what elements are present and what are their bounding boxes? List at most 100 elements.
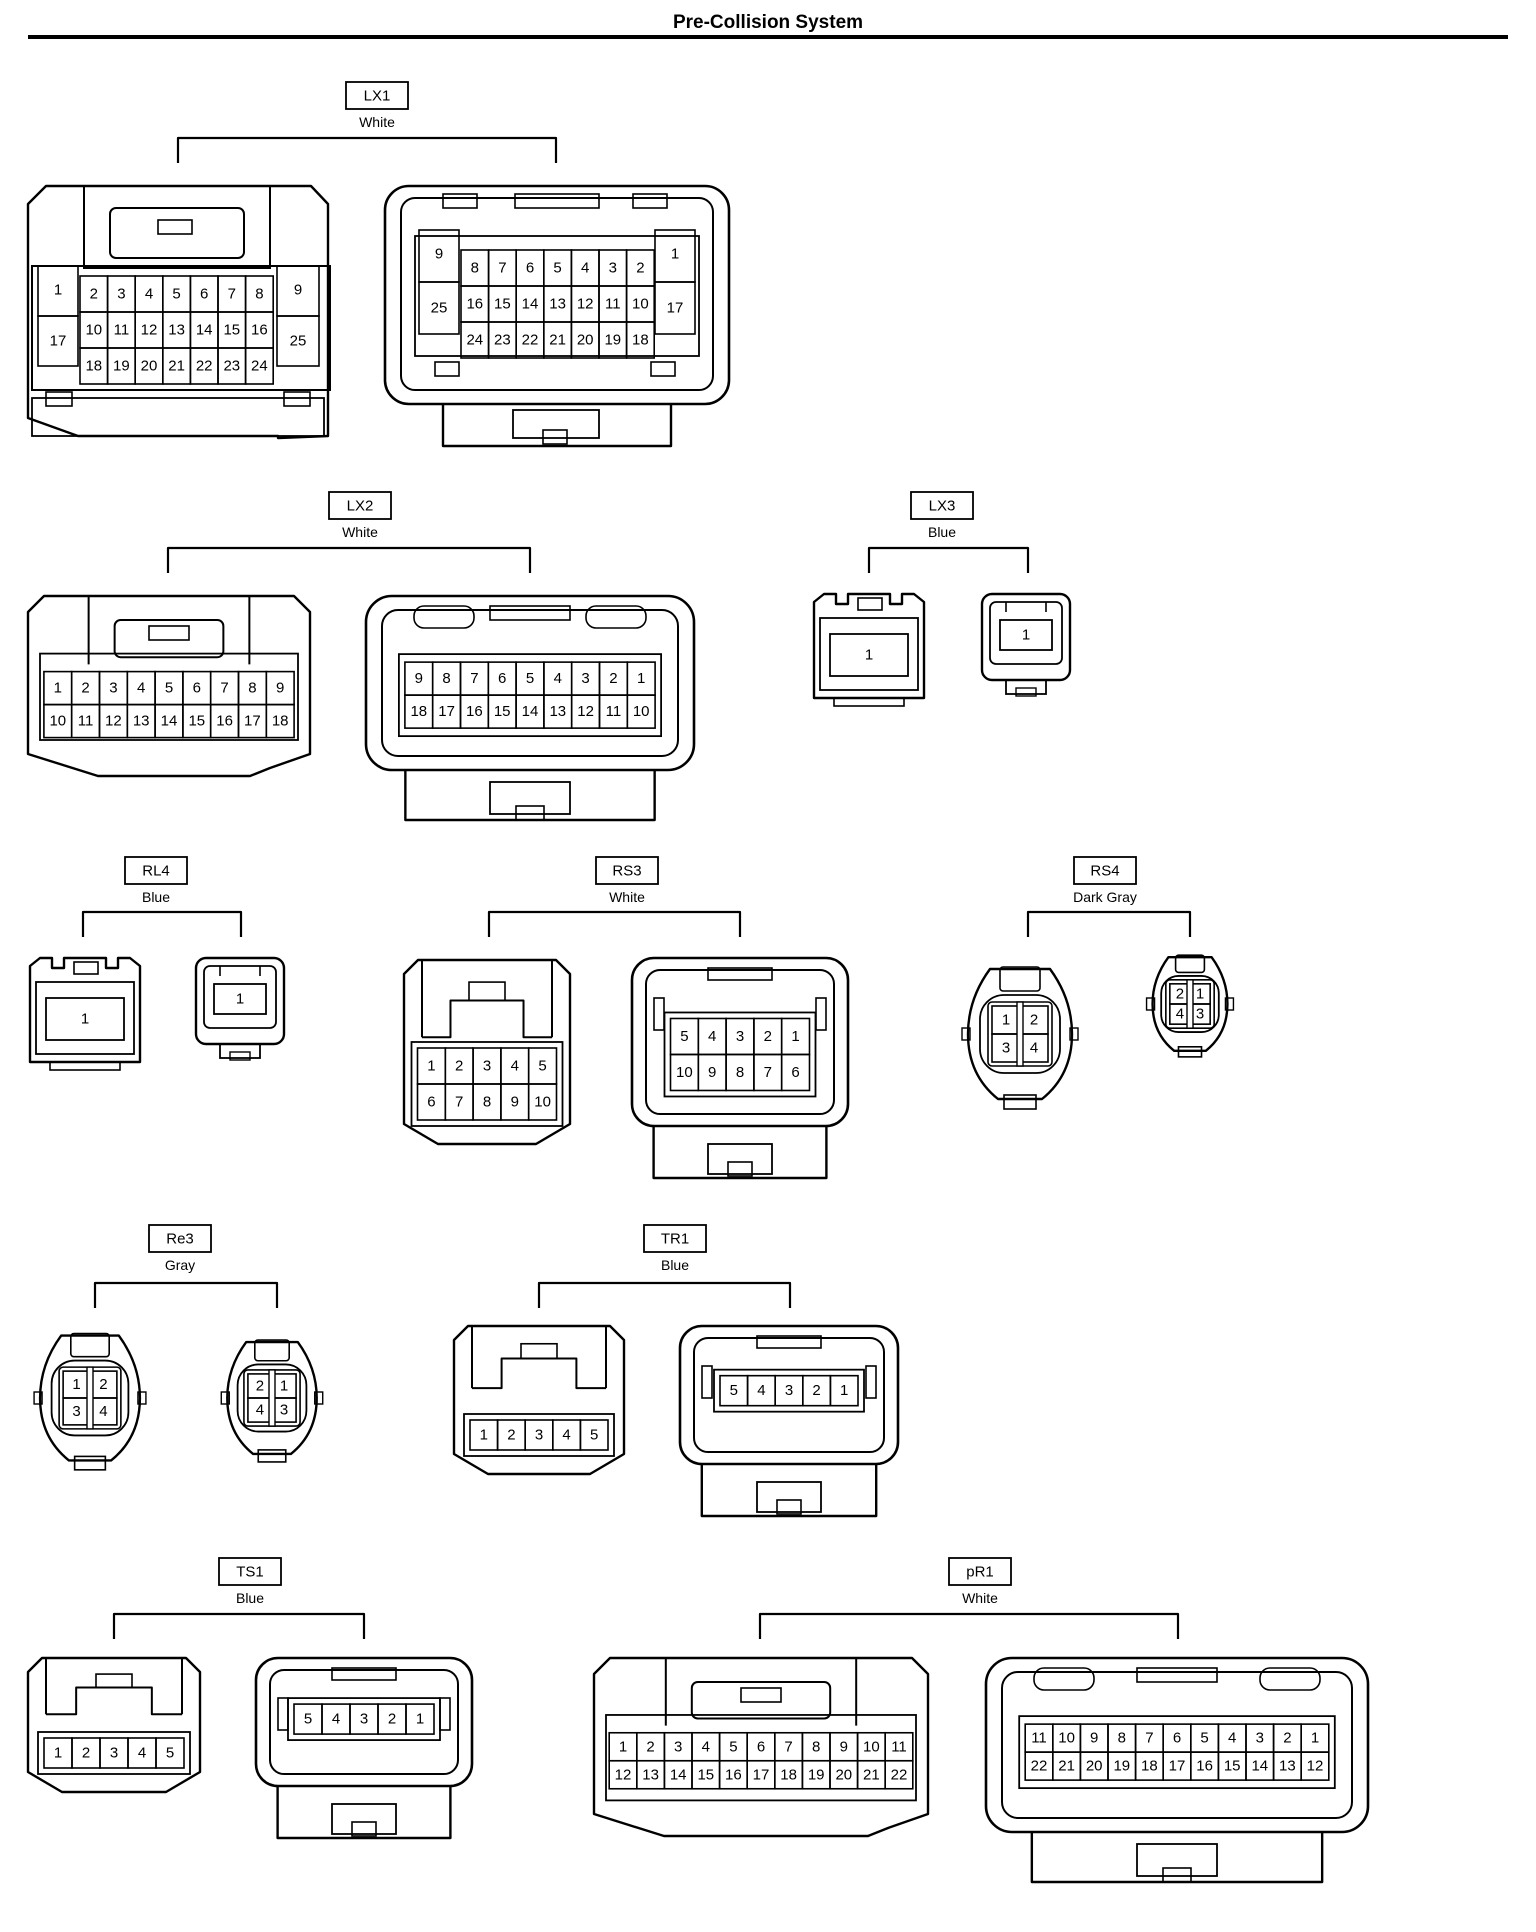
pin-cell (626, 694, 656, 729)
divider (1016, 1001, 1024, 1067)
pin-area (463, 1413, 615, 1457)
pin-number: 14 (522, 703, 539, 720)
clip (865, 1365, 877, 1399)
pin-number: 2 (256, 1377, 264, 1394)
pin-number: 13 (549, 703, 566, 720)
pin-number: 5 (730, 1382, 738, 1399)
clip (442, 193, 478, 209)
connector-id: TR1 (661, 1231, 689, 1248)
pin-area (397, 653, 663, 738)
connector-id: LX1 (364, 88, 391, 105)
divider (268, 1369, 276, 1427)
housing (592, 1656, 930, 1838)
pin-number: 11 (78, 713, 94, 730)
pin-number: 3 (581, 670, 589, 687)
housing (1151, 956, 1229, 1052)
housing (26, 184, 330, 440)
pin-number: 13 (168, 322, 185, 339)
housing-inner (203, 965, 277, 1029)
pin-number: 12 (615, 1766, 632, 1783)
lock-tab (1162, 1867, 1192, 1883)
pin-number: 7 (498, 260, 506, 277)
divider (1186, 979, 1194, 1029)
pin-number: 8 (736, 1064, 744, 1081)
connector-color: Blue (928, 524, 956, 540)
housing (984, 1656, 1370, 1834)
pin-number: 6 (526, 260, 534, 277)
pin-number: 3 (609, 260, 617, 277)
pin-number: 6 (200, 286, 208, 303)
pin-number: 16 (216, 713, 233, 730)
top-frame (83, 185, 271, 269)
pin-number: 18 (632, 332, 649, 349)
housing (383, 184, 731, 406)
clip (413, 605, 475, 629)
clip (277, 1697, 289, 1731)
housing-inner (269, 1669, 459, 1775)
connector-id: LX3 (929, 498, 956, 515)
pin-number: 5 (172, 286, 180, 303)
lock (756, 1481, 822, 1513)
bracket (1026, 910, 1192, 937)
pin-number: 2 (764, 1028, 772, 1045)
pin-number: 12 (141, 322, 158, 339)
connector-lx3: 11 (812, 592, 1072, 707)
clip (220, 1391, 230, 1405)
lock-base (652, 1126, 828, 1180)
pin-number: 18 (780, 1766, 797, 1783)
pin-number: 1 (1022, 627, 1030, 644)
housing-inner (645, 969, 835, 1115)
pin-number: 20 (1086, 1758, 1103, 1775)
pin-number: 7 (228, 286, 236, 303)
connector-color: Dark Gray (1073, 889, 1137, 905)
pin-number: 1 (81, 1011, 89, 1028)
bracket (112, 1612, 366, 1639)
pin-number: 1 (1196, 985, 1204, 1002)
connector-id-box (124, 856, 188, 885)
pin-number: 17 (244, 713, 261, 730)
pin-number: 7 (470, 670, 478, 687)
pin-number: 24 (251, 358, 268, 375)
pin-number: 15 (188, 713, 205, 730)
housing (966, 967, 1074, 1101)
pin-number: 3 (1256, 1730, 1264, 1747)
pin-number: 13 (642, 1766, 659, 1783)
pin-cell (405, 1703, 435, 1735)
connector-color: White (342, 524, 378, 540)
lock-tab (515, 805, 545, 821)
pin-number: 21 (1058, 1758, 1075, 1775)
housing (28, 956, 142, 1064)
housing-inner (35, 981, 135, 1055)
lock (512, 409, 600, 439)
connector-color: White (962, 1590, 998, 1606)
pin-number: 1 (480, 1427, 488, 1444)
pin-number: 9 (294, 282, 302, 299)
clip (489, 605, 571, 621)
pin-number: 2 (455, 1058, 463, 1075)
pin-number: 19 (808, 1766, 825, 1783)
pin-number: 3 (360, 1711, 368, 1728)
pin-number: 4 (256, 1402, 264, 1419)
connector-color: Blue (236, 1590, 264, 1606)
pin-number: 7 (784, 1738, 792, 1755)
pin-number: 14 (522, 296, 539, 313)
pin-number: 5 (304, 1711, 312, 1728)
connector-color: Gray (165, 1257, 195, 1273)
clip (585, 605, 647, 629)
latch (690, 1681, 832, 1720)
clip (45, 391, 73, 407)
pin-number: 5 (680, 1028, 688, 1045)
lock-tab (257, 1449, 287, 1463)
pin-number: 3 (483, 1058, 491, 1075)
pin-number: 7 (764, 1064, 772, 1081)
pin-number: 3 (72, 1403, 80, 1420)
